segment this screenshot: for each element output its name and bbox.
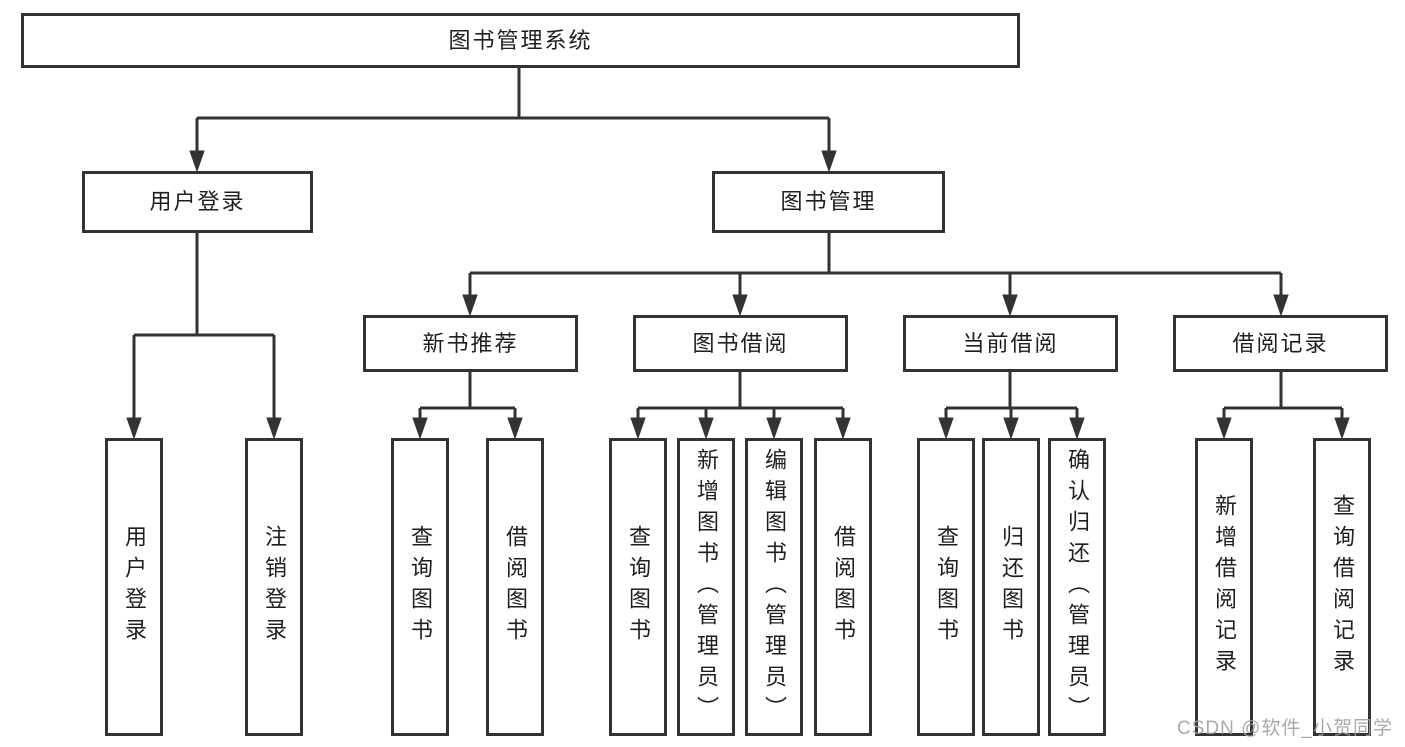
node-book-borrowing: 图书借阅 — [633, 315, 848, 372]
leaf-logout: 注销登录 — [245, 438, 303, 736]
leaf-query-books-recommend: 查询图书 — [391, 438, 449, 736]
connector-current-borrowing-to-children — [938, 372, 1085, 440]
node-user-login: 用户登录 — [82, 171, 313, 233]
leaf-add-books-admin: 新增图书（管理员） — [677, 438, 735, 736]
leaf-add-borrow-record: 新增借阅记录 — [1195, 438, 1253, 736]
leaf-user-login: 用户登录 — [105, 438, 163, 736]
connector-borrowing-records-to-children — [1216, 372, 1350, 440]
leaf-query-borrow-record: 查询借阅记录 — [1313, 438, 1371, 736]
leaf-confirm-return-admin: 确认归还（管理员） — [1048, 438, 1106, 736]
leaf-query-books-current: 查询图书 — [917, 438, 975, 736]
node-current-borrowing: 当前借阅 — [903, 315, 1118, 372]
connector-book-borrowing-to-children — [630, 372, 851, 440]
csdn-watermark: CSDN @软件_小贺同学 — [1177, 718, 1393, 739]
leaf-borrow-books-recommend: 借阅图书 — [486, 438, 544, 736]
connector-new-book-recommend-to-children — [412, 372, 523, 440]
leaf-edit-books-admin: 编辑图书（管理员） — [745, 438, 803, 736]
node-book-management: 图书管理 — [712, 171, 945, 233]
node-borrowing-records: 借阅记录 — [1173, 315, 1388, 372]
leaf-return-books: 归还图书 — [982, 438, 1040, 736]
connector-root-to-level2 — [189, 68, 837, 173]
node-root-system: 图书管理系统 — [21, 13, 1020, 68]
connector-user-login-to-children — [126, 233, 282, 440]
leaf-borrow-books: 借阅图书 — [814, 438, 872, 736]
leaf-query-books-borrowing: 查询图书 — [609, 438, 667, 736]
connector-book-management-to-level3 — [462, 233, 1289, 317]
node-new-book-recommend: 新书推荐 — [363, 315, 578, 372]
